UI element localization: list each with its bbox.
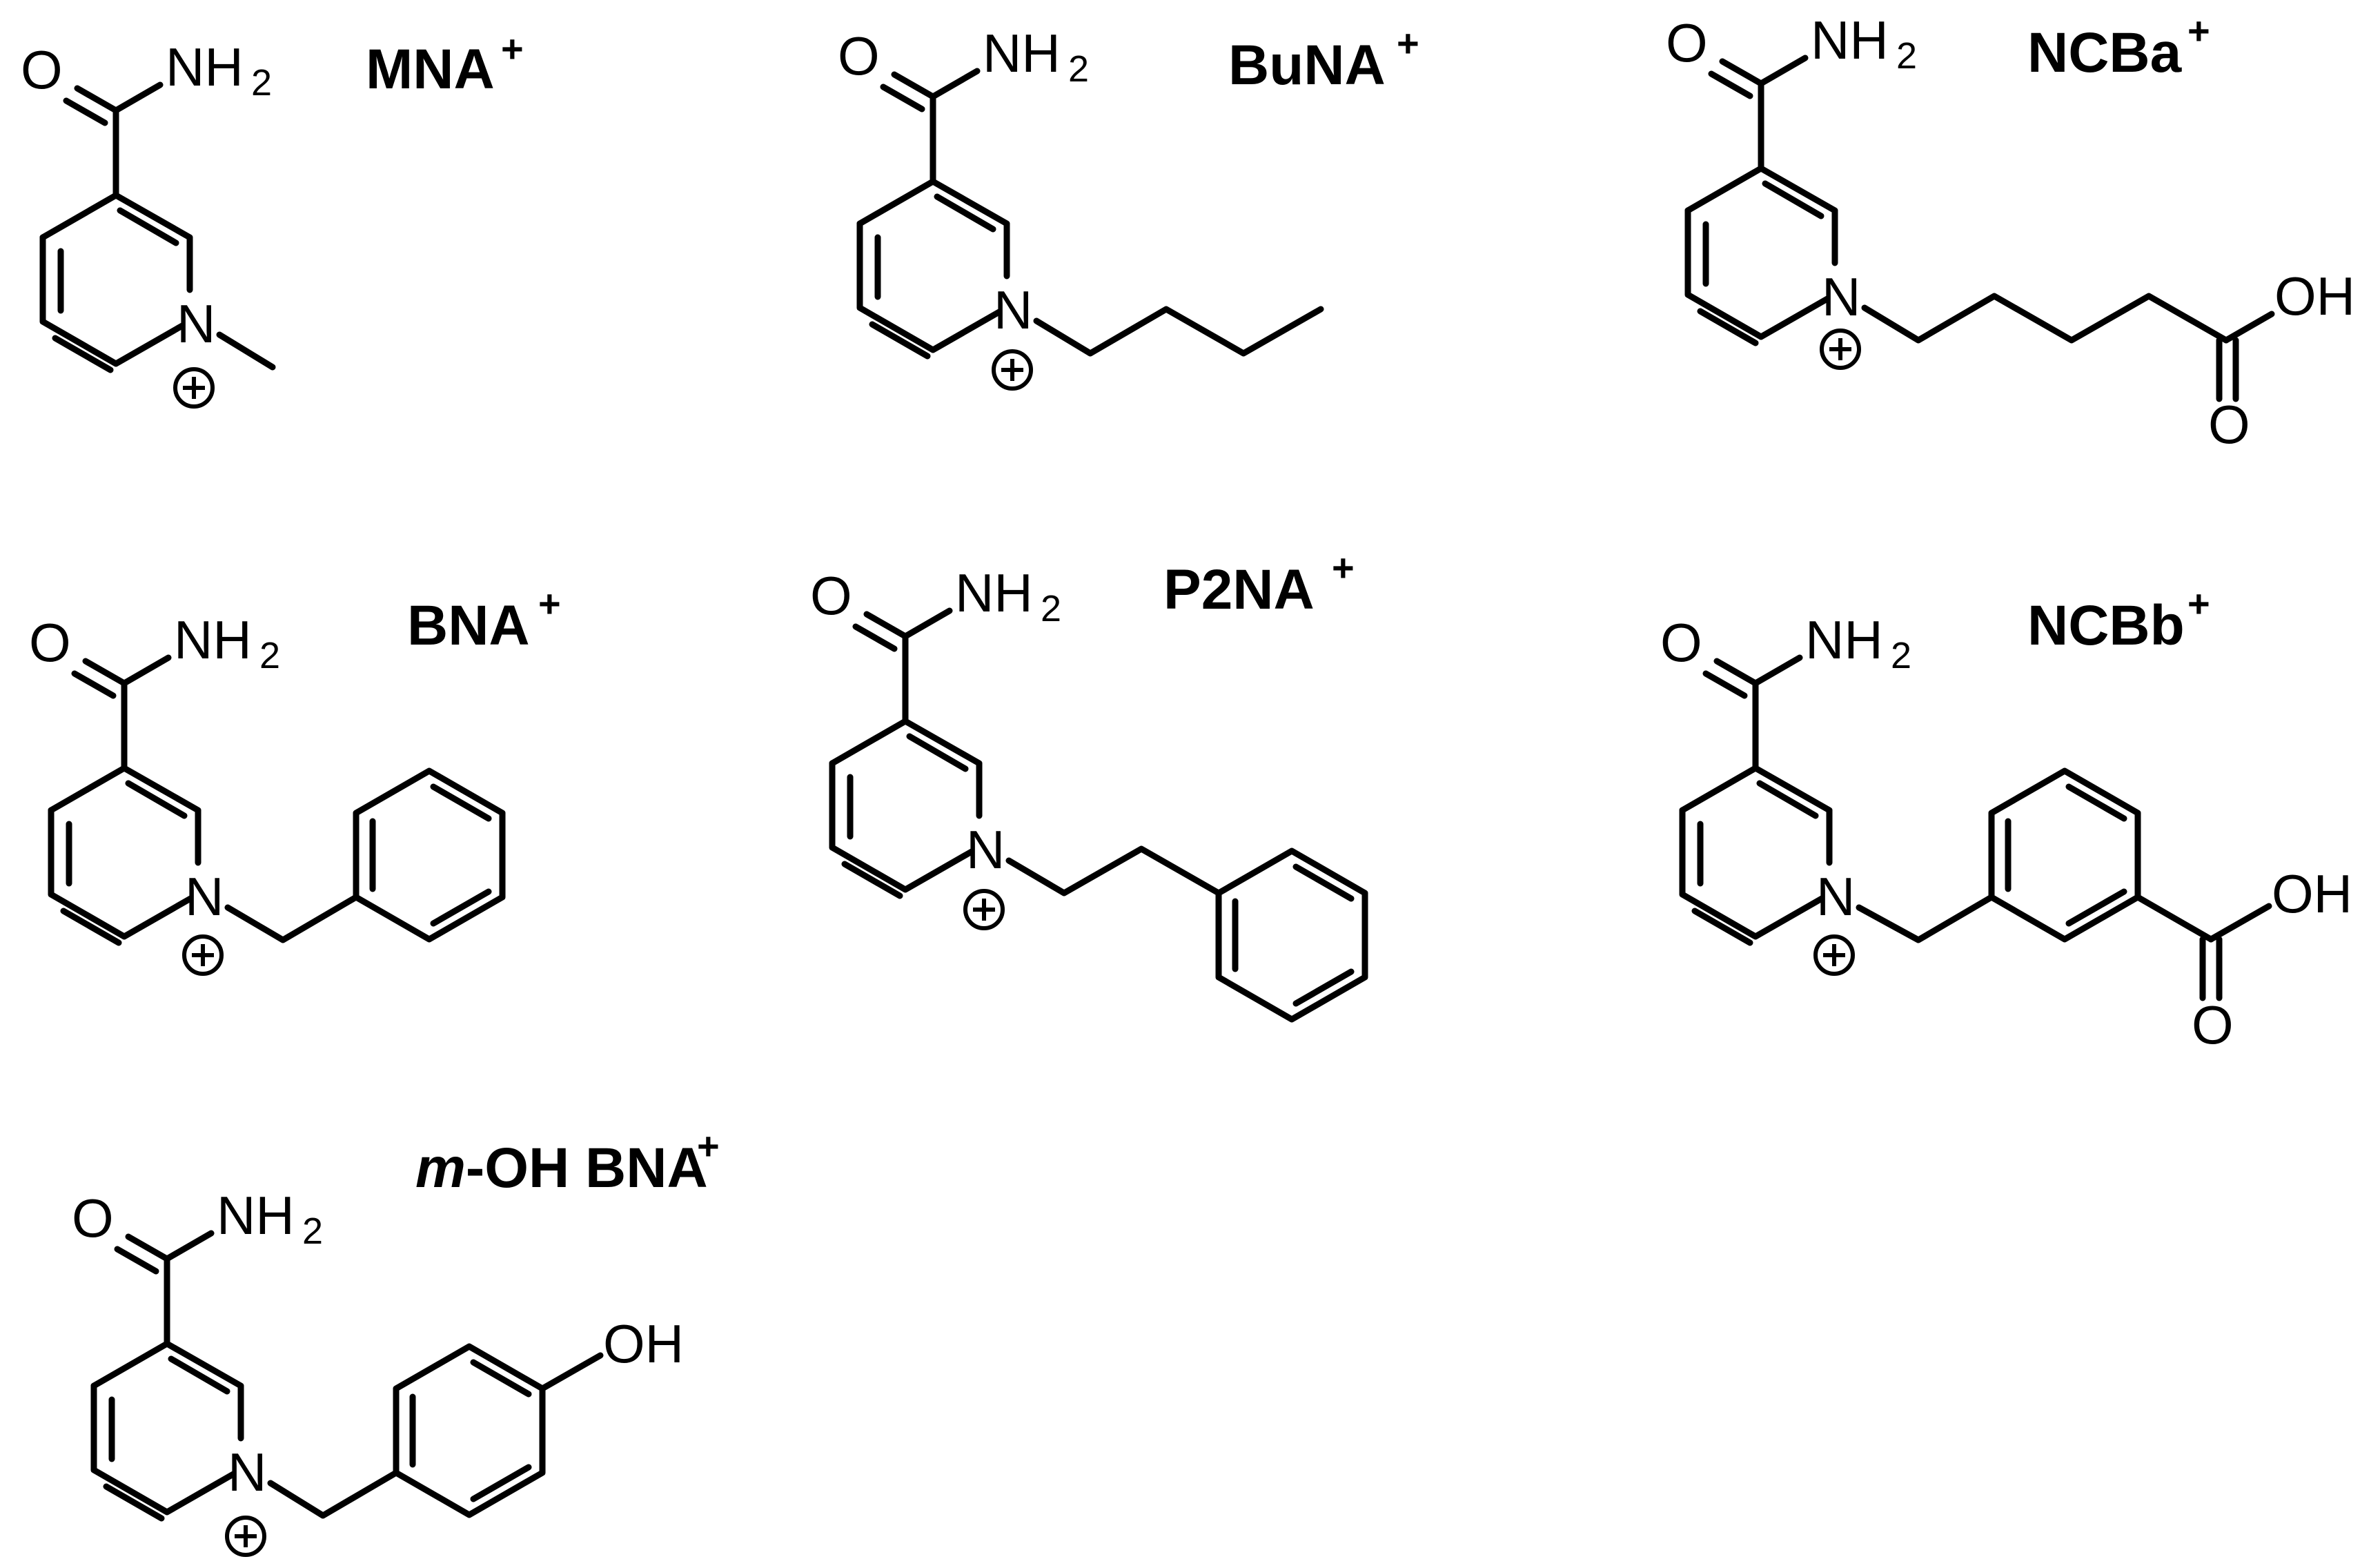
charge-superscript: + — [2187, 9, 2210, 52]
amine-subscript: 2 — [251, 62, 272, 104]
label-italic-prefix: m — [415, 1137, 466, 1199]
charge-superscript: + — [501, 27, 524, 70]
nitrogen-atom: N — [185, 866, 224, 927]
oxygen-atom: O — [838, 26, 880, 86]
oxygen-atom: O — [72, 1188, 114, 1248]
compound-label: NCBa — [2027, 21, 2183, 84]
compound-label: m-OH BNA — [415, 1137, 708, 1199]
amine-group: NH — [1805, 609, 1883, 670]
amine-subscript: 2 — [1041, 588, 1061, 629]
nitrogen-atom: N — [177, 293, 215, 354]
amine-group: NH — [955, 562, 1033, 623]
oxygen-atom: O — [21, 39, 63, 100]
nitrogen-atom: N — [228, 1442, 266, 1502]
hydroxyl-group: OH — [2274, 266, 2355, 326]
carbonyl-oxygen: O — [2192, 994, 2234, 1055]
charge-superscript: + — [1332, 546, 1355, 589]
nitrogen-atom: N — [1822, 266, 1860, 327]
compound-label: NCBb — [2027, 594, 2185, 657]
hydroxyl-group: OH — [603, 1313, 684, 1374]
amine-group: NH — [166, 37, 244, 97]
compound-m-oh-bna: O NH 2 N OH m-OH BNA + — [72, 1124, 720, 1557]
positive-charge-icon — [182, 934, 224, 976]
amine-group: NH — [217, 1185, 295, 1246]
oxygen-atom: O — [810, 565, 852, 626]
amine-subscript: 2 — [1891, 635, 1911, 676]
charge-superscript: + — [697, 1124, 720, 1168]
compound-label: P2NA — [1163, 558, 1315, 621]
charge-superscript: + — [1397, 21, 1419, 65]
compound-mna: O NH 2 N MNA + — [21, 27, 524, 409]
nitrogen-atom: N — [1816, 866, 1855, 927]
positive-charge-icon — [1820, 329, 1861, 370]
compound-ncbb: O NH 2 N OH O NCBb + — [1660, 582, 2352, 1055]
amine-subscript: 2 — [1896, 35, 1917, 77]
compound-label: BNA — [407, 594, 530, 657]
positive-charge-icon — [963, 889, 1005, 930]
charge-superscript: + — [2187, 582, 2210, 625]
hydroxyl-group: OH — [2272, 863, 2352, 924]
label-rest: -OH BNA — [466, 1137, 708, 1199]
charge-superscript: + — [538, 582, 561, 625]
positive-charge-icon — [1813, 934, 1855, 976]
positive-charge-icon — [225, 1516, 266, 1557]
nitrogen-atom: N — [966, 819, 1005, 880]
amine-group: NH — [1811, 10, 1889, 70]
compound-ncba: O NH 2 N OH O NCBa + — [1666, 9, 2355, 455]
amine-group: NH — [174, 609, 252, 670]
nitrogen-atom: N — [994, 280, 1032, 340]
positive-charge-icon — [992, 349, 1033, 391]
positive-charge-icon — [173, 367, 215, 409]
compound-buna: O NH 2 N BuNA + — [838, 21, 1419, 391]
compound-bna: O NH 2 N BNA + — [29, 582, 561, 976]
amine-subscript: 2 — [302, 1211, 323, 1252]
compound-label: BuNA — [1228, 34, 1386, 97]
carbonyl-oxygen: O — [2208, 394, 2250, 455]
amine-subscript: 2 — [1068, 48, 1089, 90]
oxygen-atom: O — [1666, 12, 1708, 73]
amine-group: NH — [983, 23, 1061, 84]
compound-label: MNA — [366, 38, 495, 101]
oxygen-atom: O — [1660, 612, 1702, 673]
amine-subscript: 2 — [259, 635, 280, 676]
oxygen-atom: O — [29, 612, 71, 673]
compound-p2na: O NH 2 N P2NA + — [810, 546, 1368, 1023]
